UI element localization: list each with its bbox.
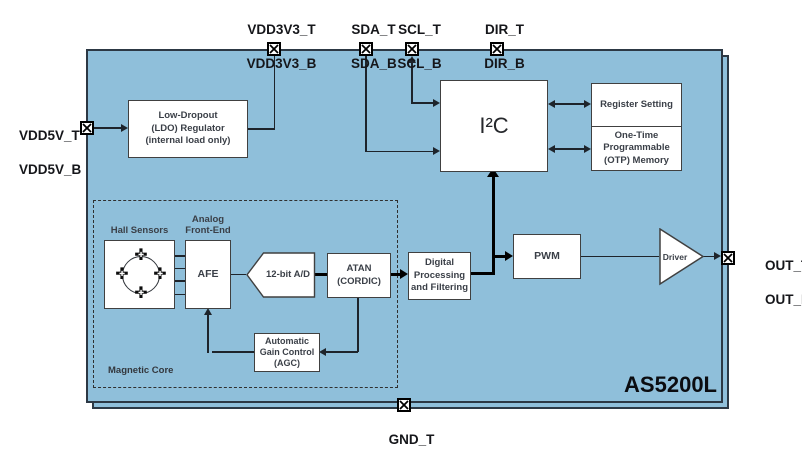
wire-scl-h xyxy=(411,102,434,104)
pin-out-icon xyxy=(721,251,735,265)
arrowhead-icon xyxy=(584,99,591,108)
pin-label-scl: SCL_T SCL_B xyxy=(397,22,442,71)
magnetic-core-region xyxy=(93,200,398,388)
wire-agc-afe-h xyxy=(212,351,254,353)
wire-atan-agc-v xyxy=(357,297,359,352)
arrowhead-icon xyxy=(407,56,416,63)
hall-cross-icon: ✚✚ xyxy=(115,266,129,283)
block-driver-label: Driver xyxy=(662,252,688,262)
wire-ldo-up-h xyxy=(247,128,275,130)
arrowhead-icon xyxy=(548,99,555,108)
block-ldo-regulator: Low-Dropout (LDO) Regulator (internal lo… xyxy=(128,100,248,158)
wire-vdd5v-ldo xyxy=(94,127,121,129)
block-agc: Automatic Gain Control (AGC) xyxy=(254,333,320,372)
arrowhead-icon xyxy=(548,144,555,153)
wire-hall-afe-1 xyxy=(175,255,185,257)
afe-caption: Analog Front-End xyxy=(185,214,231,236)
arrowhead-icon xyxy=(714,251,721,260)
block-driver-shape xyxy=(659,228,705,286)
arrowhead-icon xyxy=(203,308,212,315)
arrowhead-icon xyxy=(121,123,128,132)
pin-label-gnd: GND_T GND_B xyxy=(388,432,435,447)
wire-sda-h xyxy=(365,150,434,153)
wire-hall-afe-2 xyxy=(175,267,185,270)
wire-hall-afe-4 xyxy=(175,293,185,295)
block-adc-shape xyxy=(246,252,316,298)
pin-label-vdd5v: VDD5V_T VDD5V_B xyxy=(19,128,82,177)
arrowhead-icon xyxy=(400,268,408,279)
wire-dsp-pwm-h xyxy=(494,254,507,258)
wire-sda-v xyxy=(365,56,367,152)
block-pwm: PWM xyxy=(513,234,581,279)
pin-gnd-icon xyxy=(397,398,411,412)
arrowhead-icon xyxy=(433,147,440,155)
arrowhead-icon xyxy=(319,347,326,356)
pin-label-sda: SDA_T SDA_B xyxy=(351,22,397,71)
hall-cross-icon: ✚✚ xyxy=(134,285,148,302)
arrowhead-icon xyxy=(487,168,499,177)
pin-scl-icon xyxy=(405,42,419,56)
hall-sensors-label: Hall Sensors xyxy=(110,225,169,236)
wire-driver-out xyxy=(703,255,715,258)
pin-vdd5v-icon xyxy=(80,121,94,135)
wire-dsp-out-h xyxy=(470,271,494,275)
pin-vdd3v3-icon xyxy=(267,42,281,56)
hall-circle-icon xyxy=(122,256,160,294)
wire-dsp-i2c-v xyxy=(491,176,495,275)
wire-atan-agc-h xyxy=(326,351,358,353)
wire-i2c-register xyxy=(554,103,585,105)
wire-hall-afe-3 xyxy=(175,280,185,282)
magnetic-core-label: Magnetic Core xyxy=(108,365,174,376)
hall-cross-icon: ✚✚ xyxy=(153,266,167,283)
wire-scl-v xyxy=(411,62,413,104)
block-digital-processing: Digital Processing and Filtering xyxy=(408,252,471,300)
arrowhead-icon xyxy=(584,144,591,153)
block-atan-cordic: ATAN (CORDIC) xyxy=(327,253,391,298)
pin-label-vdd3v3: VDD3V3_T VDD3V3_B xyxy=(246,22,317,71)
block-otp-memory: One-Time Programmable (OTP) Memory xyxy=(591,126,682,171)
pin-label-out: OUT_T OUT_B xyxy=(765,258,802,307)
wire-pwm-driver xyxy=(581,255,659,258)
pin-label-dir: DIR_T DIR_B xyxy=(484,22,525,71)
block-adc-label: 12-bit A/D xyxy=(266,269,310,280)
wire-atan-dsp xyxy=(390,272,401,276)
pin-sda-icon xyxy=(359,42,373,56)
arrowhead-icon xyxy=(505,250,513,261)
pin-dir-icon xyxy=(490,42,504,56)
block-i2c: I²C xyxy=(440,80,548,172)
block-register-setting: Register Setting xyxy=(591,83,682,127)
wire-afe-adc xyxy=(231,273,246,276)
wire-ldo-up-v xyxy=(273,56,275,129)
arrowhead-icon xyxy=(433,98,440,107)
hall-cross-icon: ✚✚ xyxy=(134,247,148,264)
wire-i2c-otp xyxy=(554,148,585,150)
wire-agc-afe-v xyxy=(207,314,209,353)
block-afe: AFE xyxy=(185,240,231,309)
chip-name-label: AS5200L xyxy=(624,372,717,397)
wire-adc-atan xyxy=(314,272,327,276)
